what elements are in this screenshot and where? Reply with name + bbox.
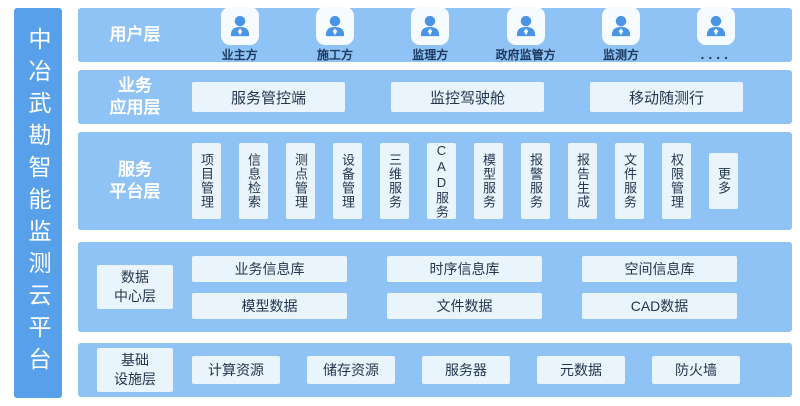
user-role-label: 政府监管方 bbox=[495, 48, 556, 62]
service-box: 报警服务 bbox=[521, 143, 550, 219]
layer-service-label-line2: 平台层 bbox=[109, 182, 161, 201]
layer-service-label-zone: 服务 平台层 bbox=[78, 159, 192, 203]
data-store-box: 时序信息库 bbox=[387, 255, 542, 282]
user-role-item: 政府监管方 bbox=[487, 7, 565, 63]
layer-infra-label-line2: 设施层 bbox=[114, 371, 156, 387]
layer-application: 业务 应用层 服务管控端 监控驾驶舱 移动随测行 bbox=[78, 70, 792, 124]
layer-application-label-line1: 业务 bbox=[118, 75, 152, 95]
user-avatar-icon bbox=[601, 7, 640, 45]
layer-user: 用户层 业主方 施工方 bbox=[78, 7, 792, 63]
data-center-rows: 业务信息库 时序信息库 空间信息库 模型数据 文件数据 CAD数据 bbox=[192, 255, 792, 319]
data-store-box: 空间信息库 bbox=[582, 255, 737, 282]
infrastructure-box: 储存资源 bbox=[307, 356, 395, 384]
layer-application-label-line2: 应用层 bbox=[109, 98, 161, 117]
layer-data-label-line2: 中心层 bbox=[114, 288, 156, 304]
user-role-item: 业主方 bbox=[201, 7, 279, 63]
user-avatar-icon bbox=[411, 7, 450, 45]
layer-data-center: 数据 中心层 业务信息库 时序信息库 空间信息库 模型数据 文件数据 CAD数据 bbox=[78, 242, 792, 332]
data-center-row: 模型数据 文件数据 CAD数据 bbox=[192, 292, 792, 319]
user-role-label: 业主方 bbox=[221, 48, 258, 62]
user-role-list: 业主方 施工方 监理方 bbox=[192, 7, 792, 63]
application-box: 服务管控端 bbox=[192, 82, 345, 112]
service-box: 权限管理 bbox=[662, 143, 691, 219]
data-store-box: CAD数据 bbox=[582, 292, 737, 319]
platform-title: 中冶武勘智能监测云平台 bbox=[25, 27, 51, 379]
user-role-item: 施工方 bbox=[296, 7, 374, 63]
service-box: 文件服务 bbox=[615, 143, 644, 219]
infrastructure-box-row: 计算资源 储存资源 服务器 元数据 防火墙 bbox=[192, 356, 792, 384]
data-store-box: 模型数据 bbox=[192, 292, 347, 319]
user-role-label: 施工方 bbox=[316, 48, 353, 62]
data-store-box: 文件数据 bbox=[387, 292, 542, 319]
data-store-box: 业务信息库 bbox=[192, 255, 347, 282]
layer-infra-label-zone: 基础 设施层 bbox=[78, 348, 192, 392]
layer-application-label: 业务 应用层 bbox=[110, 75, 161, 119]
service-box: 三维服务 bbox=[380, 143, 409, 219]
user-avatar-icon bbox=[220, 7, 259, 45]
infrastructure-box: 计算资源 bbox=[192, 356, 280, 384]
service-box: CAD服务 bbox=[427, 143, 456, 219]
user-avatar-icon bbox=[506, 7, 545, 45]
layer-service-platform: 服务 平台层 项目管理 信息检索 测点管理 设备管理 三维服务 CAD服务 模型… bbox=[78, 132, 792, 230]
user-role-label: 监理方 bbox=[412, 48, 449, 62]
layer-service-label: 服务 平台层 bbox=[110, 159, 161, 203]
service-box-more: 更多 bbox=[709, 153, 738, 209]
user-role-item: 监测方 bbox=[582, 7, 660, 63]
layer-data-label: 数据 中心层 bbox=[97, 265, 173, 309]
infrastructure-box: 防火墙 bbox=[652, 356, 740, 384]
service-box-row: 项目管理 信息检索 测点管理 设备管理 三维服务 CAD服务 模型服务 报警服务… bbox=[192, 143, 792, 219]
layer-user-label: 用户层 bbox=[109, 24, 161, 44]
service-box: 设备管理 bbox=[333, 143, 362, 219]
layers-stack: 用户层 业主方 施工方 bbox=[78, 7, 792, 397]
user-role-item-more: .... bbox=[677, 7, 755, 63]
application-box: 监控驾驶舱 bbox=[391, 82, 544, 112]
service-box: 报告生成 bbox=[568, 143, 597, 219]
user-avatar-icon bbox=[697, 7, 736, 45]
layer-data-label-line1: 数据 bbox=[121, 269, 149, 286]
user-avatar-icon bbox=[315, 7, 354, 45]
service-box: 项目管理 bbox=[192, 143, 221, 219]
user-role-item: 监理方 bbox=[391, 7, 469, 63]
layer-application-label-zone: 业务 应用层 bbox=[78, 75, 192, 119]
service-box: 模型服务 bbox=[474, 143, 503, 219]
application-box: 移动随测行 bbox=[590, 82, 743, 112]
infrastructure-box: 元数据 bbox=[537, 356, 625, 384]
service-box: 测点管理 bbox=[286, 143, 315, 219]
data-center-row: 业务信息库 时序信息库 空间信息库 bbox=[192, 255, 792, 282]
application-box-row: 服务管控端 监控驾驶舱 移动随测行 bbox=[192, 82, 792, 112]
more-roles-ellipsis: .... bbox=[700, 46, 733, 62]
platform-title-bar: 中冶武勘智能监测云平台 bbox=[14, 8, 62, 398]
layer-service-label-line1: 服务 bbox=[118, 159, 152, 179]
layer-data-label-zone: 数据 中心层 bbox=[78, 265, 192, 309]
layer-infra-label-line1: 基础 bbox=[121, 352, 149, 369]
layer-user-label-zone: 用户层 bbox=[78, 24, 192, 46]
layer-infra-label: 基础 设施层 bbox=[97, 348, 173, 392]
layer-infrastructure: 基础 设施层 计算资源 储存资源 服务器 元数据 防火墙 bbox=[78, 343, 792, 397]
infrastructure-box: 服务器 bbox=[422, 356, 510, 384]
service-box: 信息检索 bbox=[239, 143, 268, 219]
user-role-label: 监测方 bbox=[602, 48, 639, 62]
